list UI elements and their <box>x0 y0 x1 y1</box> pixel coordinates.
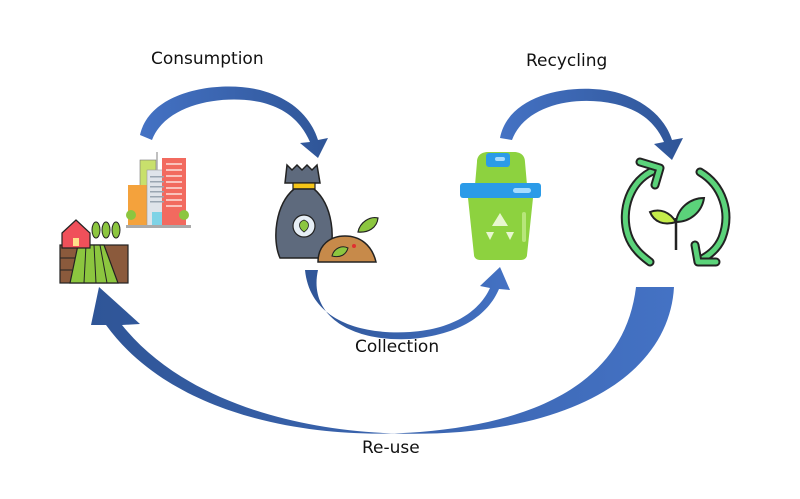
sprout-cycle-icon <box>620 157 731 267</box>
consumption-label: Consumption <box>151 49 264 69</box>
farm-and-city-icon <box>59 152 191 284</box>
collection-label: Collection <box>355 337 440 357</box>
recycling-arrow <box>500 88 683 160</box>
recycle-bin-icon <box>460 152 541 260</box>
collection-arrow <box>305 267 510 340</box>
reuse-arrow <box>91 287 674 434</box>
consumption-arrow <box>140 86 328 158</box>
recycling-label: Recycling <box>526 51 608 71</box>
compost-bag-icon <box>275 163 379 263</box>
reuse-label: Re-use <box>362 438 420 458</box>
